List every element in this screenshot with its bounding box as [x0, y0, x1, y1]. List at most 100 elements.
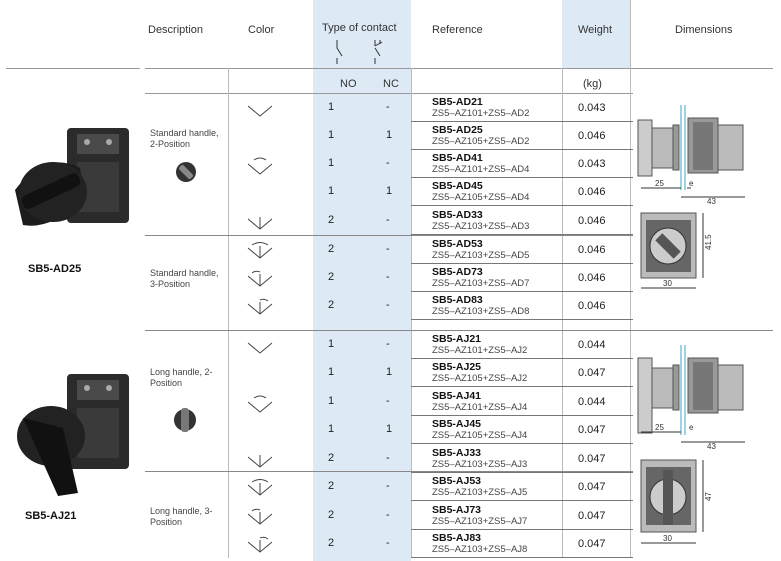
- dim-bottom-e: e: [689, 423, 694, 432]
- weight-value: 0.046: [578, 186, 606, 198]
- reference-code: SB5-AD25: [432, 124, 483, 136]
- nc-count: -: [386, 452, 390, 464]
- row-rule: [411, 234, 633, 235]
- reference-components: ZS5–AZ103+ZS5–AJ7: [432, 516, 528, 527]
- header-kg: (kg): [583, 78, 602, 90]
- reference-code: SB5-AJ83: [432, 532, 482, 544]
- group-rule-split: [145, 330, 773, 331]
- reference-components: ZS5–AZ105+ZS5–AJ2: [432, 373, 528, 384]
- no-count: 2: [328, 509, 335, 521]
- dim-top-41-5: 41.5: [704, 234, 713, 250]
- reference-components: ZS5–AZ103+ZS5–AD8: [432, 306, 530, 317]
- reference-code: SB5-AD33: [432, 209, 483, 221]
- product-photo-sb5-ad25: [15, 128, 129, 226]
- no-count: 1: [328, 129, 335, 141]
- nc-count: -: [386, 537, 390, 549]
- switch-position-icon: [247, 508, 273, 525]
- subheader-rule: [145, 93, 633, 94]
- reference-code: SB5-AJ33: [432, 447, 482, 459]
- reference-components: ZS5–AZ103+ZS5–AD3: [432, 221, 530, 232]
- row-rule: [411, 500, 633, 501]
- no-count: 1: [328, 185, 335, 197]
- handle-label-4: Long handle, 3-Position: [150, 506, 213, 527]
- weight-value: 0.046: [578, 215, 606, 227]
- header-reference: Reference: [432, 24, 483, 36]
- weight-value: 0.046: [578, 300, 606, 312]
- switch-position-icon: [247, 157, 273, 175]
- dimension-drawing-front-bottom: 47 30: [640, 459, 713, 544]
- row-rule: [411, 358, 633, 359]
- reference-components: ZS5–AZ103+ZS5–AD7: [432, 278, 530, 289]
- nc-count: 1: [386, 129, 393, 141]
- reference-components: ZS5–AZ101+ZS5–AJ4: [432, 402, 528, 413]
- no-count: 2: [328, 480, 335, 492]
- dim-top-43: 43: [707, 197, 716, 205]
- handle-label-2: Standard handle, 3-Position: [150, 268, 219, 289]
- reference-components: ZS5–AZ105+ZS5–AD2: [432, 136, 530, 147]
- reference-components: ZS5–AZ103+ZS5–AJ8: [432, 544, 528, 555]
- reference-code: SB5-AJ21: [432, 333, 482, 345]
- nc-count: -: [386, 157, 390, 169]
- standard-handle-icon: [176, 162, 196, 182]
- row-rule: [411, 205, 633, 206]
- dim-top-25: 25: [655, 179, 664, 188]
- switch-position-icon: [247, 270, 273, 287]
- weight-value: 0.044: [578, 339, 606, 351]
- switch-position-icon: [247, 105, 273, 117]
- header-type-of-contact: Type of contact: [322, 22, 397, 34]
- header-no: NO: [340, 78, 357, 90]
- weight-value: 0.047: [578, 481, 606, 493]
- reference-components: ZS5–AZ101+ZS5–AD4: [432, 164, 530, 175]
- reference-code: SB5-AD53: [432, 238, 483, 250]
- reference-components: ZS5–AZ105+ZS5–AD4: [432, 192, 530, 203]
- reference-components: ZS5–AZ103+ZS5–AJ5: [432, 487, 528, 498]
- weight-value: 0.043: [578, 158, 606, 170]
- no-count: 1: [328, 366, 335, 378]
- row-rule: [411, 386, 633, 387]
- contact-symbols-icon: [336, 40, 383, 64]
- row-rule: [411, 149, 633, 150]
- col-sep-2: [411, 68, 412, 558]
- header-weight: Weight: [578, 24, 613, 36]
- product-label-sb5-aj21: SB5-AJ21: [25, 510, 77, 522]
- weight-value: 0.047: [578, 538, 606, 550]
- no-count: 1: [328, 395, 335, 407]
- reference-code: SB5-AJ25: [432, 361, 482, 373]
- nc-count: 1: [386, 423, 393, 435]
- dimension-drawing-side-bottom: 25 e 43: [637, 345, 745, 450]
- nc-count: -: [386, 299, 390, 311]
- no-count: 2: [328, 299, 335, 311]
- reference-components: ZS5–AZ101+ZS5–AD2: [432, 108, 530, 119]
- header-rule-left: [6, 68, 140, 69]
- row-rule: [411, 319, 633, 320]
- no-count: 2: [328, 452, 335, 464]
- weight-value: 0.043: [578, 102, 606, 114]
- nc-count: -: [386, 509, 390, 521]
- row-rule: [411, 177, 633, 178]
- reference-components: ZS5–AZ105+ZS5–AJ4: [432, 430, 528, 441]
- dim-bottom-30: 30: [663, 534, 672, 543]
- no-count: 2: [328, 537, 335, 549]
- row-rule: [411, 472, 633, 473]
- header-description: Description: [148, 24, 204, 36]
- reference-code: SB5-AD83: [432, 294, 483, 306]
- col-sep-3: [562, 68, 563, 558]
- dim-bottom-47: 47: [704, 492, 713, 501]
- row-rule: [411, 121, 633, 122]
- handle-label-1: Standard handle, 2-Position: [150, 128, 219, 149]
- no-count: 2: [328, 271, 335, 283]
- reference-code: SB5-AD45: [432, 180, 483, 192]
- nc-count: -: [386, 101, 390, 113]
- row-rule: [411, 415, 633, 416]
- dim-top-30: 30: [663, 279, 672, 288]
- header-nc: NC: [383, 78, 399, 90]
- product-label-sb5-ad25: SB5-AD25: [28, 263, 82, 275]
- weight-value: 0.046: [578, 130, 606, 142]
